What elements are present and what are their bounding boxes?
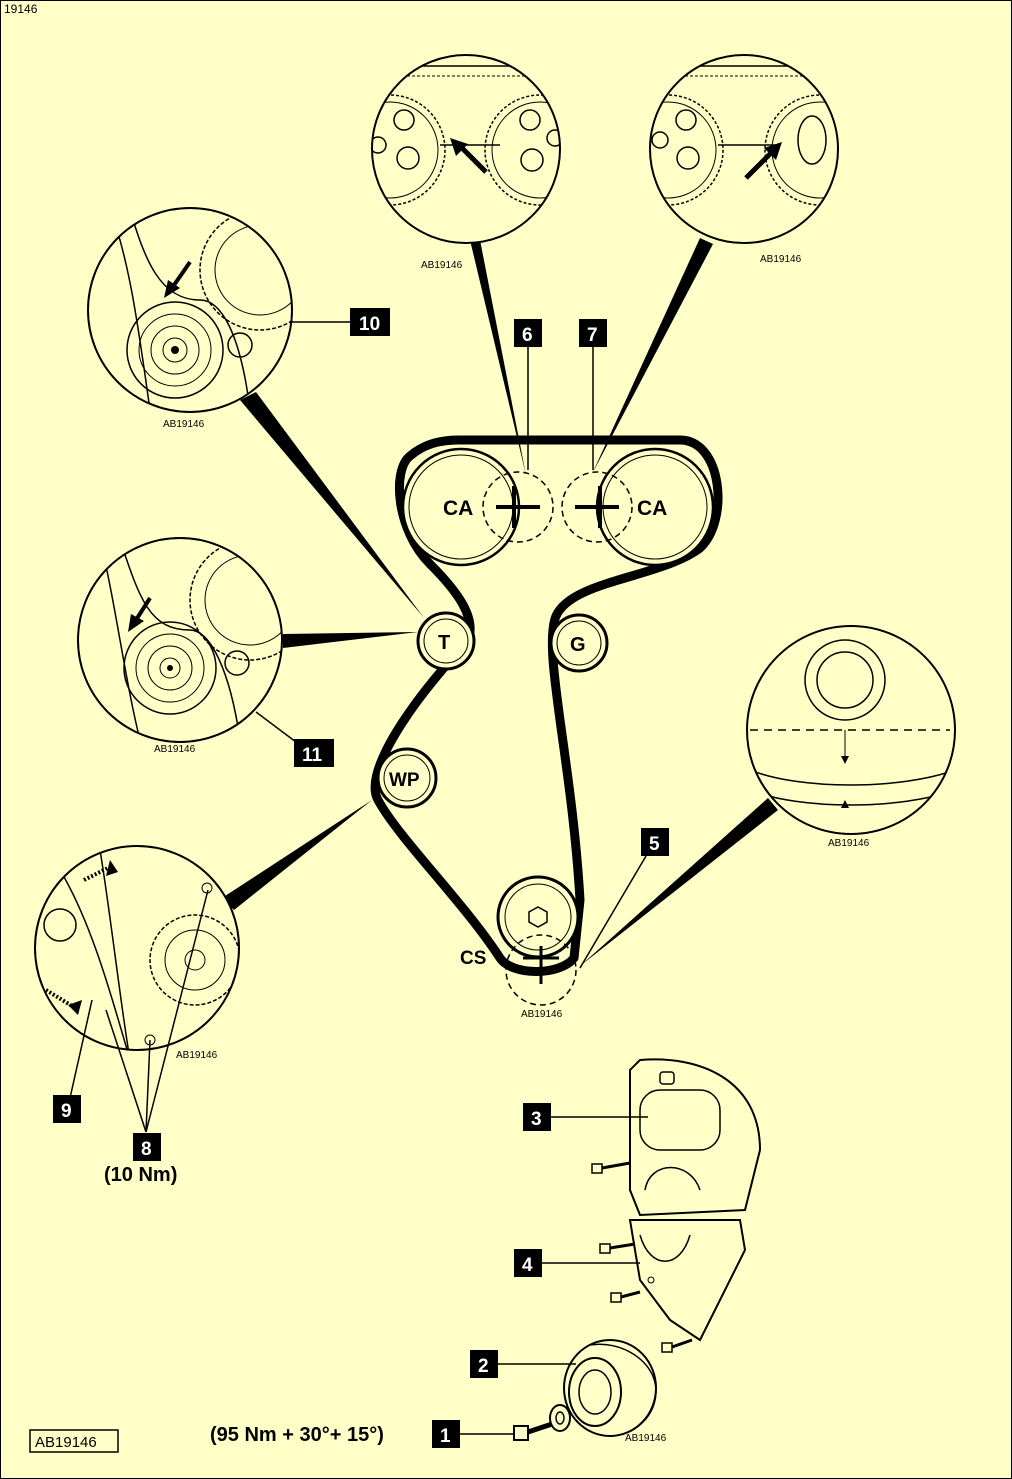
detail-ref-parts: AB19146 — [625, 1433, 667, 1444]
leader-wedge-detail-5 — [580, 798, 778, 966]
callout-2: 2 — [470, 1350, 498, 1378]
svg-text:6: 6 — [522, 325, 533, 346]
camshaft-pulley-left: CA — [401, 447, 521, 567]
leader-wedge-detail-1 — [470, 240, 526, 475]
detail-tensioner-10: AB19146 — [87, 207, 293, 430]
leader-wedge-detail-10 — [240, 392, 424, 618]
leader-wedge-detail-9 — [222, 800, 372, 910]
callout-5: 5 — [641, 828, 669, 856]
crankshaft-bolt-hex — [528, 906, 548, 928]
svg-text:11: 11 — [302, 745, 323, 766]
pulley-washer — [549, 1404, 571, 1432]
timing-mark-circle-5 — [505, 934, 577, 1006]
detail-ref-9: AB19146 — [176, 1050, 218, 1061]
detail-crankshaft-5: AB19146 — [746, 625, 956, 849]
cover-bolt — [591, 1161, 631, 1174]
callout-10: 10 — [350, 308, 390, 336]
svg-text:2: 2 — [478, 1356, 489, 1377]
lower-timing-cover — [628, 1219, 747, 1342]
upper-timing-cover — [629, 1058, 762, 1217]
tensioner-label: T — [438, 632, 450, 654]
pulley-bolt — [513, 1421, 553, 1441]
arrow-icon — [458, 144, 488, 174]
callout-1: 1 — [432, 1420, 460, 1448]
callout-7: 7 — [579, 319, 607, 347]
detail-tensioner-bolts-9: AB19146 — [34, 845, 240, 1061]
cover-bolt — [599, 1242, 636, 1254]
camshaft-label-left: CA — [443, 497, 473, 520]
arrow-icon — [170, 260, 192, 290]
guide-pulley: G — [549, 613, 609, 673]
svg-text:9: 9 — [61, 1101, 72, 1122]
callout-4: 4 — [514, 1249, 542, 1277]
svg-text:3: 3 — [531, 1109, 542, 1130]
detail-ref-10: AB19146 — [163, 419, 205, 430]
callout-9: 9 — [53, 1095, 81, 1123]
detail-ref-11: AB19146 — [154, 744, 196, 755]
arrow-icon — [134, 596, 152, 622]
callout-6: 6 — [514, 319, 542, 347]
detail-ref-2: AB19146 — [760, 254, 802, 265]
timing-belt — [370, 435, 723, 976]
doc-number: 19146 — [4, 2, 38, 16]
camshaft-label-right: CA — [637, 497, 667, 520]
callout-11: 11 — [294, 739, 334, 767]
leader-wedge-detail-2 — [592, 238, 713, 474]
crankshaft-pulley: CS — [460, 875, 580, 1006]
timing-mark-circle-7 — [561, 471, 633, 543]
svg-text:5: 5 — [649, 834, 660, 855]
detail-camshaft-marks-2: AB19146 — [649, 54, 839, 265]
cover-bolt — [610, 1290, 641, 1303]
svg-text:10: 10 — [359, 314, 380, 335]
torque-label-1: (95 Nm + 30°+ 15°) — [210, 1424, 384, 1446]
crankshaft-label: CS — [460, 948, 486, 969]
figure-ref-crank: AB19146 — [521, 1009, 563, 1020]
callout-8: 8 — [133, 1133, 161, 1161]
callout-3: 3 — [523, 1103, 551, 1131]
svg-text:4: 4 — [522, 1255, 533, 1276]
svg-text:7: 7 — [587, 325, 598, 346]
cover-bolt — [661, 1338, 693, 1353]
guide-label: G — [570, 634, 586, 656]
water-pump-pulley: WP — [376, 747, 438, 809]
detail-ref-5: AB19146 — [828, 838, 870, 849]
figure-ref-box — [29, 1429, 119, 1453]
arrow-icon — [744, 150, 774, 180]
crankshaft-pulley-part — [563, 1339, 657, 1437]
figure-ref-label: AB19146 — [35, 1434, 97, 1451]
leader-wedge-detail-11 — [283, 632, 418, 648]
detail-tensioner-11: AB19146 — [77, 537, 283, 755]
svg-text:1: 1 — [440, 1426, 451, 1447]
detail-ref-1: AB19146 — [421, 260, 463, 271]
timing-mark-circle-6 — [482, 471, 554, 543]
torque-label-8: (10 Nm) — [104, 1164, 177, 1186]
detail-camshaft-marks-1: AB19146 — [371, 54, 561, 271]
tensioner-pulley: T — [416, 611, 476, 671]
water-pump-label: WP — [389, 770, 420, 791]
svg-text:8: 8 — [141, 1139, 152, 1160]
